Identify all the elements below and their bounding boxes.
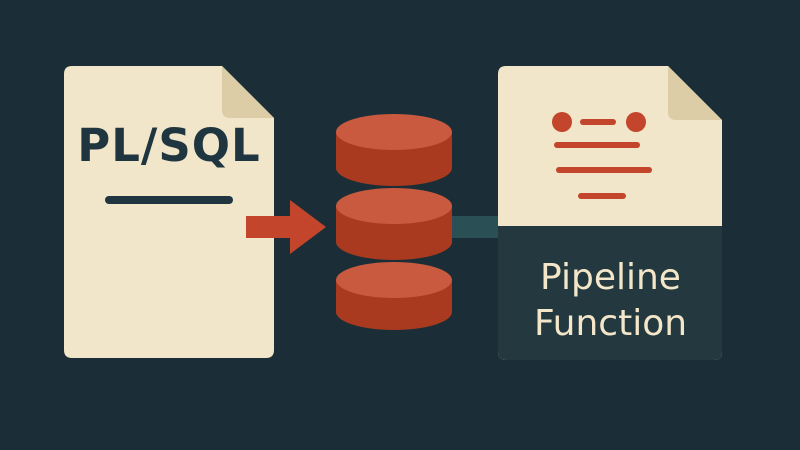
right-document-line-1 [554, 142, 640, 148]
left-document-fold [222, 66, 274, 118]
right-document-line-2 [556, 167, 652, 173]
database-stack-icon [336, 114, 452, 330]
left-document-icon [64, 66, 274, 358]
left-document-page [64, 66, 274, 358]
red-arrow-head [290, 200, 326, 254]
right-document-title-line-2: Function [533, 303, 688, 344]
database-disk-2-top [336, 188, 452, 224]
left-document-underline [105, 196, 233, 204]
right-document-dash [580, 119, 616, 125]
right-document-dot-left [552, 112, 572, 132]
database-disk-3-top [336, 262, 452, 298]
right-document-icon [498, 66, 722, 360]
left-document-title: PL/SQL [77, 119, 261, 172]
right-document-title: Pipeline Function [498, 255, 723, 347]
red-arrow-icon [246, 200, 326, 254]
database-disk-1-top [336, 114, 452, 150]
right-document-fold [668, 66, 722, 120]
right-document-line-3 [578, 193, 626, 199]
right-document-title-line-1: Pipeline [540, 257, 681, 298]
right-document-label-panel [498, 226, 722, 360]
red-arrow-shaft [246, 216, 294, 238]
right-document-dot-right [626, 112, 646, 132]
